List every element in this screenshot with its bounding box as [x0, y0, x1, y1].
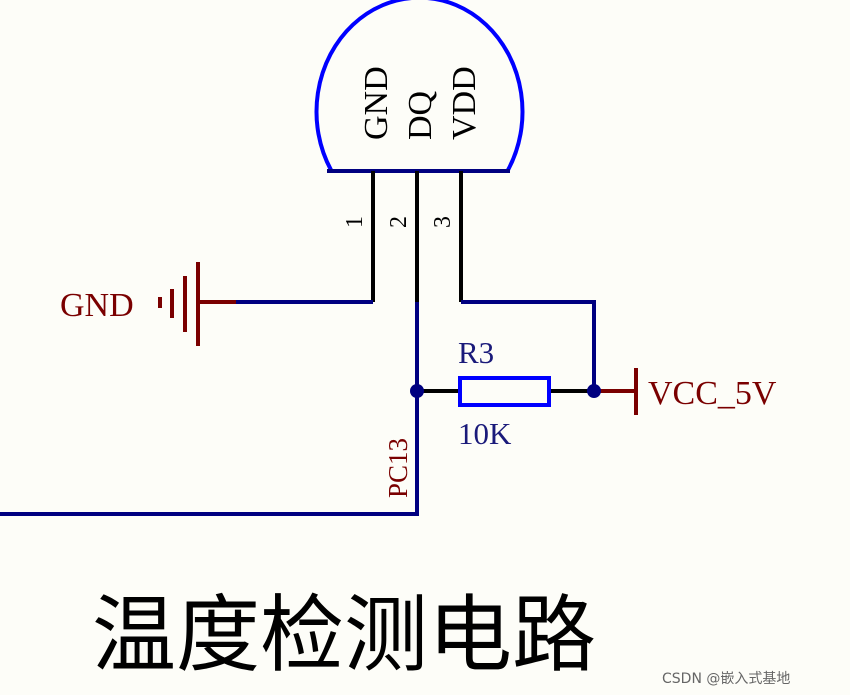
gnd-symbol: [158, 262, 236, 346]
wires: [0, 300, 636, 516]
gnd-label: GND: [60, 287, 134, 324]
junction-dot-left: [410, 384, 424, 398]
pin-name-gnd: GND: [358, 66, 395, 140]
temperature-sensor: GND DQ VDD 1 2 3: [314, 0, 525, 302]
diagram-title: 温度检测电路: [92, 586, 596, 684]
wire-dq: [0, 302, 419, 516]
resistor-r3-body: [458, 376, 551, 407]
wire-vdd: [461, 300, 596, 391]
resistor-value: 10K: [458, 416, 512, 451]
net-label-pc13: PC13: [383, 438, 413, 498]
sensor-body-outline: [314, 0, 525, 171]
pin-name-dq: DQ: [402, 91, 439, 140]
resistor-designator: R3: [458, 335, 494, 370]
vcc-label: VCC_5V: [648, 375, 777, 412]
pin-name-vdd: VDD: [446, 66, 483, 140]
pin-number-2: 2: [386, 216, 412, 228]
watermark: CSDN @嵌入式基地: [662, 670, 790, 687]
junction-dot-right: [587, 384, 601, 398]
pin-number-1: 1: [342, 216, 368, 228]
pin-number-3: 3: [430, 216, 456, 228]
